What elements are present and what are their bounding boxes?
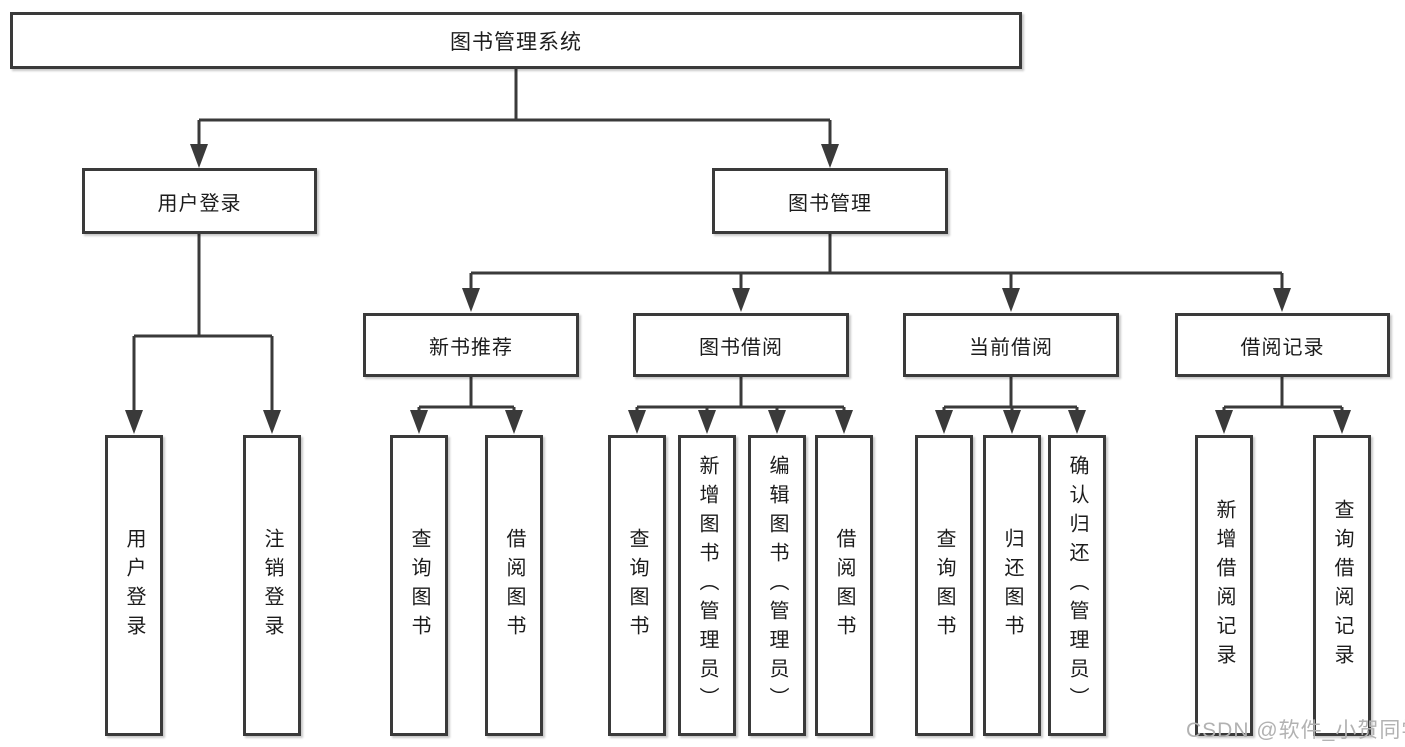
leaf-borrow-borrow-books: 借阅图书 [815,435,873,736]
node-new-book-recommend: 新书推荐 [363,313,579,377]
node-label: 借阅记录 [1240,336,1325,359]
node-label: 图书管理 [788,192,872,215]
node-borrow-records: 借阅记录 [1175,313,1390,377]
node-label: 当前借阅 [969,336,1053,359]
leaf-label: 注销登录 [261,527,283,644]
leaf-label: 借阅图书 [833,527,855,644]
csdn-watermark: CSDN @软件_小贺同学 [1186,719,1405,742]
leaf-borrow-query-books: 查询图书 [608,435,666,736]
node-user-login: 用户登录 [82,168,317,234]
leaf-label: 归还图书 [1001,527,1023,644]
leaf-label: 编辑图书（管理员） [766,455,788,716]
leaf-records-query-record: 查询借阅记录 [1313,435,1371,736]
node-label: 新书推荐 [429,336,513,359]
leaf-borrow-edit-books-admin: 编辑图书（管理员） [748,435,806,736]
leaf-label: 查询借阅记录 [1331,498,1353,673]
leaf-label: 用户登录 [123,527,145,644]
leaf-label: 确认归还（管理员） [1066,455,1088,716]
leaf-recommend-query-books: 查询图书 [390,435,448,736]
leaf-user-login: 用户登录 [105,435,163,736]
leaf-borrow-add-books-admin: 新增图书（管理员） [678,435,736,736]
leaf-label: 新增借阅记录 [1213,498,1235,673]
leaf-label: 查询图书 [408,527,430,644]
node-book-management: 图书管理 [712,168,948,234]
node-current-borrow: 当前借阅 [903,313,1119,377]
node-book-borrow: 图书借阅 [633,313,849,377]
leaf-current-confirm-return-admin: 确认归还（管理员） [1048,435,1106,736]
leaf-records-add-record: 新增借阅记录 [1195,435,1253,736]
connector-paths [132,69,1344,414]
leaf-recommend-borrow-books: 借阅图书 [485,435,543,736]
arrow-down-icons [125,144,1351,434]
leaf-label: 查询图书 [626,527,648,644]
leaf-label: 新增图书（管理员） [696,455,718,716]
node-label: 用户登录 [157,192,242,215]
leaf-logout: 注销登录 [243,435,301,736]
node-label: 图书借阅 [699,336,783,359]
leaf-current-query-books: 查询图书 [915,435,973,736]
node-label: 图书管理系统 [450,30,582,54]
leaf-label: 查询图书 [933,527,955,644]
node-system-root: 图书管理系统 [10,12,1022,69]
leaf-current-return-books: 归还图书 [983,435,1041,736]
leaf-label: 借阅图书 [503,527,525,644]
